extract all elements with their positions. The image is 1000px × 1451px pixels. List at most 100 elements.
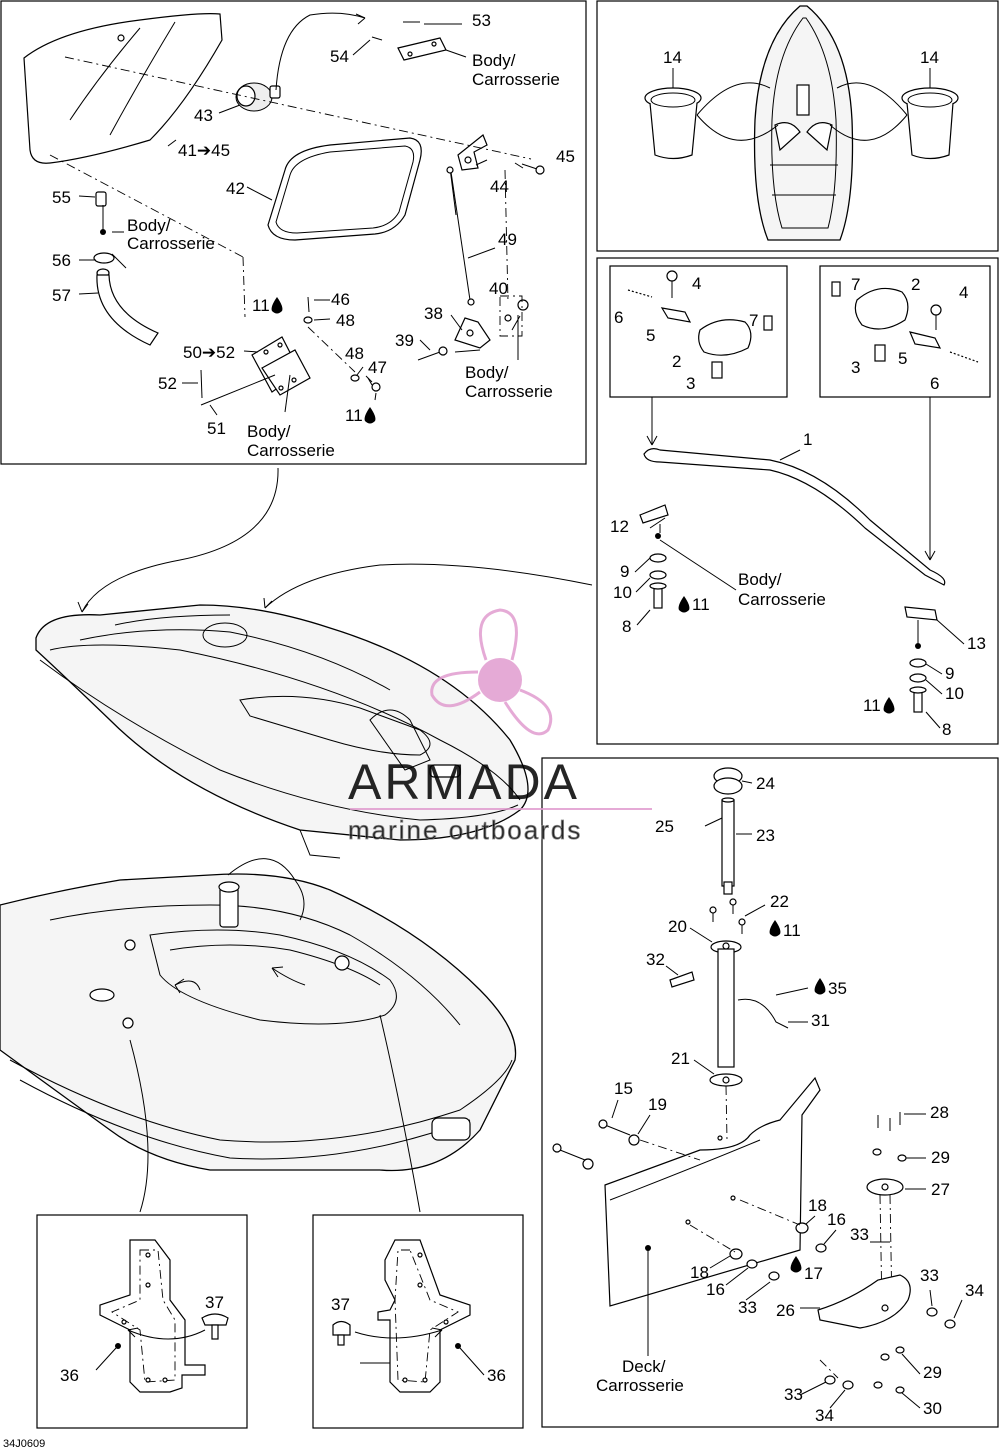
callout-54: 54	[330, 47, 349, 66]
callout-37-right: 37	[331, 1295, 350, 1314]
screws-46-48-47	[303, 296, 381, 392]
callout-25: 25	[655, 817, 674, 836]
boat-rear-view	[0, 858, 517, 1213]
callout-53: 53	[472, 11, 491, 30]
callout-29-b: 29	[923, 1363, 942, 1382]
callout-34-a: 34	[965, 1281, 984, 1300]
post-sleeve	[669, 940, 789, 1141]
callout-4-right: 4	[959, 283, 968, 302]
grab-handle-left-mount	[639, 504, 737, 609]
screw-45	[521, 163, 545, 175]
body-label-55-l2: Carrosserie	[127, 234, 215, 253]
panel-post	[541, 757, 999, 1428]
post-cap	[713, 767, 743, 795]
callout-11-d: 11	[863, 696, 881, 715]
callout-30: 30	[923, 1399, 942, 1418]
callout-10-right: 10	[945, 684, 964, 703]
figure-code: 34J0609	[3, 1438, 45, 1450]
callout-36-right: 36	[487, 1366, 506, 1385]
callout-33-d: 33	[784, 1385, 803, 1404]
callout-11-a: 11	[252, 296, 270, 315]
panel-grab-handle-left-detail	[609, 265, 788, 398]
callout-10-left: 10	[613, 583, 632, 602]
callout-40: 40	[489, 279, 508, 298]
propeller-logo-icon	[430, 608, 553, 736]
cup-holder-left	[644, 87, 702, 160]
watermark-brand: ARMADA	[348, 754, 580, 810]
oil-drop-icon	[678, 596, 690, 613]
panel-grab-handle	[596, 257, 999, 745]
callout-11-e: 11	[783, 921, 801, 940]
washer-40	[499, 295, 529, 337]
screw-39	[417, 346, 448, 361]
callout-7-left: 7	[749, 311, 758, 330]
oil-drop-icon	[364, 407, 376, 424]
callout-57: 57	[52, 286, 71, 305]
grab-handle-bar	[643, 397, 946, 586]
callout-7-right: 7	[851, 275, 860, 294]
callout-22: 22	[770, 892, 789, 911]
callout-39: 39	[395, 331, 414, 350]
boat-connector-lines	[77, 467, 593, 613]
callout-3-right: 3	[851, 358, 860, 377]
callout-28: 28	[930, 1103, 949, 1122]
body-label-53-l1: Body/	[472, 51, 516, 70]
cup-holder-right	[901, 87, 959, 160]
body-label-hinge-l1: Body/	[247, 422, 291, 441]
hatch-latch	[235, 82, 281, 112]
callout-56: 56	[52, 251, 71, 270]
bolts-15-19	[552, 1119, 701, 1170]
watermark-tagline: marine outboards	[348, 815, 582, 845]
callout-44: 44	[490, 177, 509, 196]
callout-1: 1	[803, 430, 812, 449]
callout-37-left: 37	[205, 1293, 224, 1312]
callout-12: 12	[610, 517, 629, 536]
callout-8-right: 8	[942, 720, 951, 739]
callout-18-a: 18	[808, 1196, 827, 1215]
body-label-40-l1: Body/	[465, 363, 509, 382]
callout-36-left: 36	[60, 1366, 79, 1385]
callout-35: 35	[828, 979, 847, 998]
lower-bracket	[454, 317, 491, 349]
oil-drop-icon	[271, 297, 283, 314]
panel-cup-holders	[596, 0, 999, 252]
grab-handle-right-parts	[831, 281, 979, 363]
callout-27: 27	[931, 1180, 950, 1199]
gas-spring	[446, 166, 475, 306]
callout-55: 55	[52, 188, 71, 207]
mount-plate-27	[866, 1112, 907, 1311]
callout-49: 49	[498, 230, 517, 249]
fastener-detail-right	[332, 1239, 471, 1393]
callout-15: 15	[614, 1079, 633, 1098]
deck-label-l1: Deck/	[622, 1357, 666, 1376]
callout-5-left: 5	[646, 326, 655, 345]
callout-16-b: 16	[706, 1280, 725, 1299]
callout-29-a: 29	[931, 1148, 950, 1167]
callout-14-right: 14	[920, 48, 939, 67]
oil-drop-icon	[769, 920, 781, 937]
callout-26: 26	[776, 1301, 795, 1320]
callout-6-left: 6	[614, 308, 623, 327]
callout-33-b: 33	[920, 1266, 939, 1285]
callout-47: 47	[368, 358, 387, 377]
body-label-55-l1: Body/	[127, 216, 171, 235]
callout-16-a: 16	[827, 1210, 846, 1229]
callout-42: 42	[226, 179, 245, 198]
screw-53-54	[371, 21, 447, 61]
callout-33-c: 33	[738, 1298, 757, 1317]
armada-watermark: ARMADA marine outboards	[348, 608, 652, 845]
bracket-fasteners	[689, 1199, 827, 1281]
callout-33-a: 33	[850, 1225, 869, 1244]
callout-48-b: 48	[345, 344, 364, 363]
panel-hatch	[0, 0, 587, 465]
oil-drop-icon	[814, 978, 826, 995]
callout-51: 51	[207, 419, 226, 438]
post-tube	[704, 797, 735, 895]
hatch-gasket	[267, 137, 422, 241]
callout-45: 45	[556, 147, 575, 166]
callout-11-c: 11	[692, 595, 710, 614]
callout-31: 31	[811, 1011, 830, 1030]
callout-2-right: 2	[911, 275, 920, 294]
callout-52: 52	[158, 374, 177, 393]
